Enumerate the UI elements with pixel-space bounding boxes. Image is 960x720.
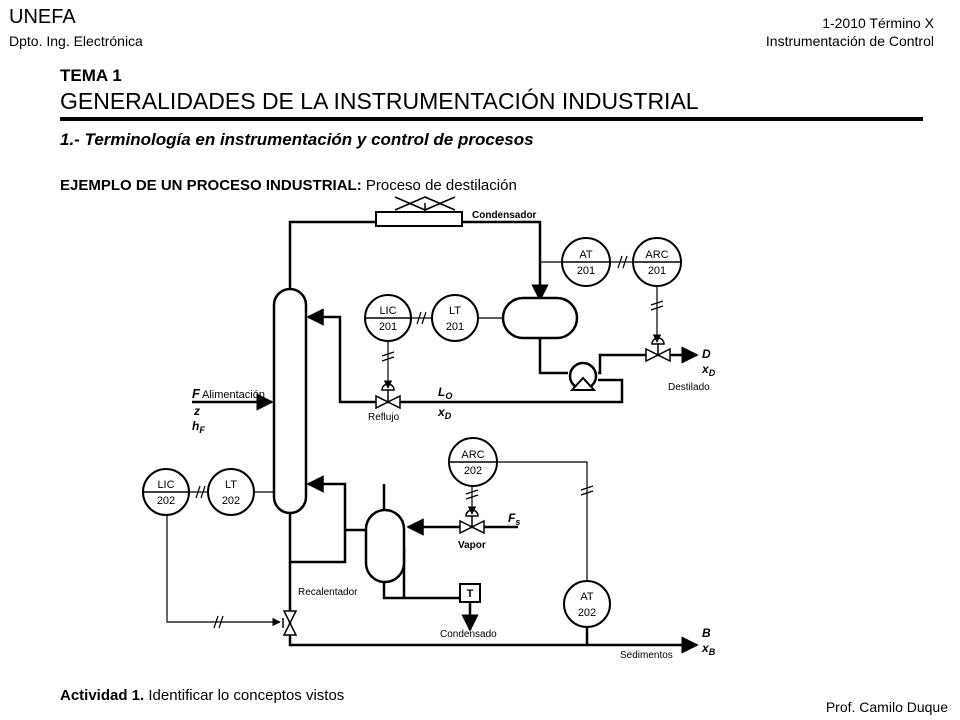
instrument-lt201-tag: LT: [449, 305, 461, 317]
bottoms-variable-b: B: [702, 626, 711, 640]
section-heading: 1.- Terminología en instrumentación y co…: [60, 130, 534, 149]
instrument-at202-number: 202: [578, 607, 596, 619]
example-label: EJEMPLO DE UN PROCESO INDUSTRIAL:: [60, 177, 362, 194]
activity-label: Actividad 1.: [60, 687, 145, 704]
reflux-variable-l-base: L: [438, 385, 445, 399]
instrument-lic202-tag: LIC: [157, 479, 174, 491]
signal-hash-marks: [195, 255, 664, 629]
department-name: Dpto. Ing. Electrónica: [9, 33, 143, 49]
instrument-lt202-tag: LT: [225, 479, 237, 491]
author-name: Prof. Camilo Duque: [825, 699, 948, 715]
instrument-lic202: LIC 202: [142, 468, 190, 516]
instrument-arc201: ARC 201: [632, 237, 682, 287]
steam-variable-sub: s: [515, 517, 520, 527]
reflux-accumulator: [501, 296, 579, 340]
reflux-variable-l: LO: [438, 385, 452, 401]
condenser-label: Condensador: [472, 210, 537, 221]
reflux-variable-l-sub: O: [445, 391, 452, 401]
distillate-variable-d: D: [702, 347, 711, 361]
example-text: Proceso de destilación: [361, 177, 517, 194]
reboiler: [364, 508, 406, 584]
instrument-arc201-number: 201: [648, 265, 666, 277]
instrument-at202: AT 202: [563, 580, 611, 628]
distillate-variable-x: xD: [701, 362, 716, 378]
instrument-lt202-number: 202: [222, 495, 240, 507]
reflux-variable-x: xD: [437, 405, 452, 421]
reflux-variable-x-sub: D: [445, 411, 452, 421]
bottoms-valve: [282, 610, 298, 636]
reflux-label: Reflujo: [368, 412, 400, 423]
instrument-lt202: LT 202: [207, 468, 255, 516]
condenser: [375, 196, 463, 227]
reflux-pump: [568, 361, 598, 391]
instrument-lt201: LT 201: [431, 294, 479, 342]
steam-trap: [459, 583, 481, 603]
steam-label: Vapor: [458, 540, 486, 551]
instrument-lic202-number: 202: [157, 495, 175, 507]
organization-name: UNEFA: [9, 6, 76, 28]
steam-variable-base: F: [508, 511, 516, 525]
feed-variable-h: hF: [192, 419, 205, 435]
instrument-arc202: ARC 202: [448, 437, 498, 487]
distillate-variable-x-sub: D: [709, 368, 716, 378]
term-label: 1-2010 Término X: [822, 15, 934, 31]
activity-caption: Actividad 1. Identificar lo conceptos vi…: [60, 687, 344, 704]
steam-trap-label: T: [467, 588, 474, 600]
feed-variable-z: z: [193, 404, 200, 418]
instrument-arc202-tag: ARC: [461, 449, 484, 461]
instrument-arc202-number: 202: [464, 465, 482, 477]
topic-number: TEMA 1: [60, 66, 122, 85]
steam-variable: Fs: [508, 511, 520, 527]
distillate-valve: [645, 337, 671, 363]
feed-variable-f: F: [192, 386, 201, 401]
bottoms-variable-x: xB: [701, 641, 716, 657]
bottoms-label: Sedimentos: [620, 650, 673, 661]
instrument-lt201-number: 201: [446, 321, 464, 333]
reboiler-label: Recalentador: [298, 587, 358, 598]
course-name: Instrumentación de Control: [765, 33, 934, 49]
title-divider: [60, 117, 923, 121]
activity-text: Identificar lo conceptos vistos: [144, 687, 345, 704]
feed-variable-h-sub: F: [199, 425, 205, 435]
instrument-lic201-number: 201: [379, 321, 397, 333]
instrument-lic201: LIC 201: [364, 294, 412, 342]
condensate-label: Condensado: [440, 629, 497, 640]
distillate-label: Destilado: [668, 382, 710, 393]
distillation-column: [272, 287, 308, 515]
instrument-at201-tag: AT: [579, 249, 593, 261]
bottoms-variable-x-sub: B: [709, 647, 716, 657]
process-lines: [192, 220, 699, 654]
bottoms-variable-x-base: x: [701, 641, 710, 655]
instrument-lic201-tag: LIC: [379, 305, 396, 317]
distillate-variable-x-base: x: [701, 362, 710, 376]
example-caption: EJEMPLO DE UN PROCESO INDUSTRIAL: Proces…: [60, 177, 517, 194]
instrument-at201: AT 201: [561, 237, 611, 287]
feed-variable-h-base: h: [192, 419, 199, 433]
reflux-variable-x-base: x: [437, 405, 446, 419]
instrument-arc201-tag: ARC: [645, 249, 668, 261]
signal-lines: [166, 261, 662, 627]
instrument-at202-tag: AT: [580, 591, 594, 603]
feed-label: Alimentación: [202, 389, 265, 401]
topic-title: GENERALIDADES DE LA INSTRUMENTACIÓN INDU…: [60, 88, 699, 114]
instrument-at201-number: 201: [577, 265, 595, 277]
